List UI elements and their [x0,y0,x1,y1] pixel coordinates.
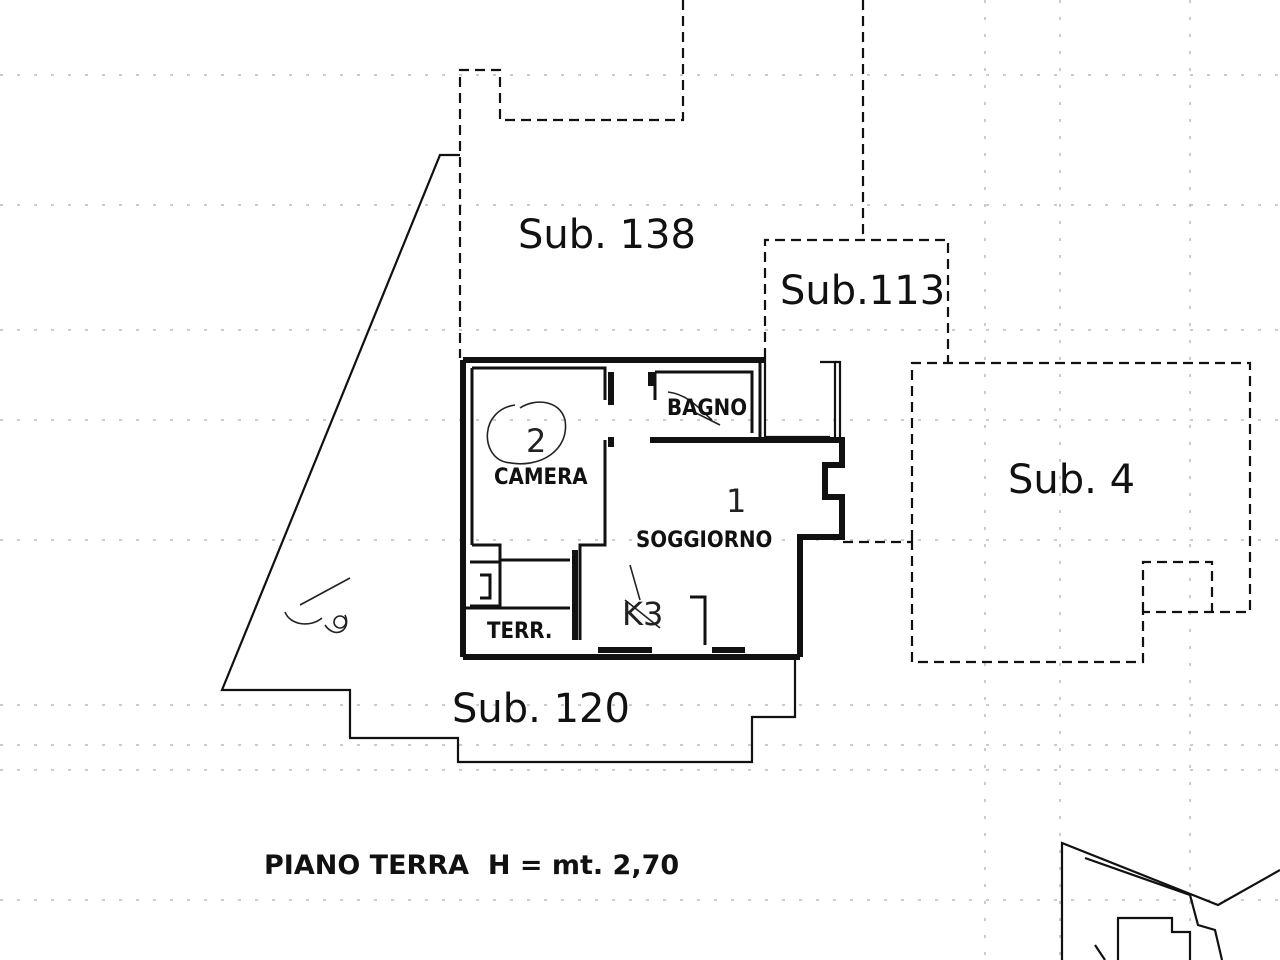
room-number-1: 1 [726,482,746,520]
room-number-2: 2 [526,422,546,460]
sub-120-outline [220,153,797,764]
hand-annotations [284,391,721,634]
sub-120-label: Sub. 120 [452,686,630,732]
room-soggiorno-label: SOGGIORNO [636,528,772,553]
sub-138-label: Sub. 138 [518,212,696,258]
sub-113-label: Sub.113 [780,268,945,314]
sub-4-label: Sub. 4 [1008,457,1135,503]
room-camera-label: CAMERA [494,465,588,490]
adjacent-plan-fragment [1060,841,1280,960]
floor-caption: PIANO TERRA H = mt. 2,70 [264,850,679,881]
room-number-k3: K3 [622,595,663,633]
apartment-walls [460,357,845,660]
room-bagno-label: BAGNO [667,396,747,421]
room-terr-label: TERR. [487,619,552,644]
sub-4-outline [843,361,1252,664]
sub-138-outline [458,0,865,358]
